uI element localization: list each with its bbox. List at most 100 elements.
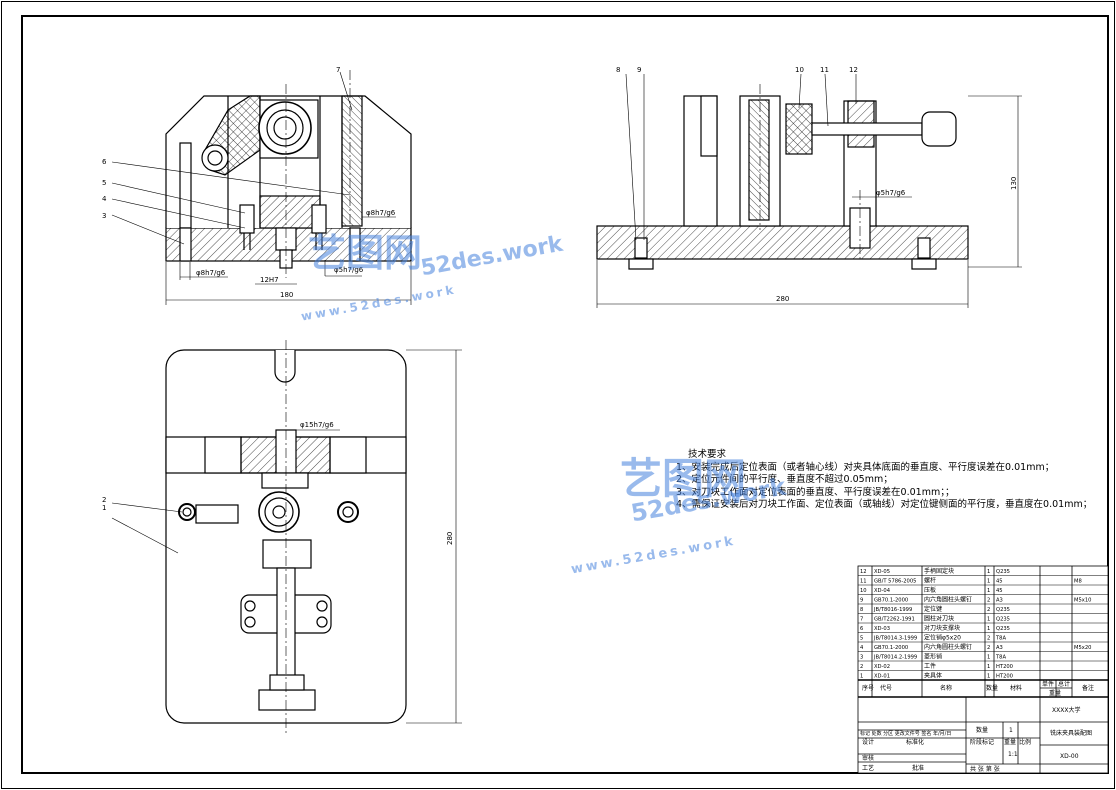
- balloon-5: 5: [102, 179, 106, 187]
- tech-req-item-2: 2、定位元件间的平行度、垂直度不超过0.05mm；: [676, 474, 893, 486]
- parts-cell-qty: 1: [987, 617, 990, 623]
- inner-border: [21, 15, 1109, 774]
- hdr-single: 单件: [1042, 680, 1054, 688]
- side-view-dimensions: [596, 73, 1022, 308]
- parts-cell-no: 6: [860, 626, 863, 632]
- dim-fit-5h7-side: φ5h7/g6: [876, 189, 906, 197]
- watermark-brand-1: 艺图网: [308, 231, 423, 275]
- screw-rod: [811, 122, 923, 136]
- balloon-11: 11: [820, 66, 829, 74]
- parts-cell-no: 7: [860, 617, 863, 623]
- side-base-plate: [596, 225, 969, 260]
- parts-cell-name: 菱形销: [924, 653, 942, 661]
- parts-cell-code: GB/T 5786-2005: [874, 579, 916, 585]
- hdr-total: 总计: [1058, 680, 1070, 688]
- drawing-name: 铣床夹具装配图: [1050, 729, 1092, 737]
- parts-cell-no: 10: [860, 588, 867, 594]
- parts-cell-code: GB70.1-2000: [874, 645, 908, 651]
- parts-cell-qty: 1: [987, 579, 990, 585]
- parts-cell-note: M5x20: [1074, 645, 1091, 651]
- balloon-10: 10: [795, 66, 804, 74]
- pressure-plate: [785, 103, 813, 155]
- parts-cell-material: T8A: [995, 655, 1006, 661]
- parts-cell-no: 11: [860, 579, 867, 585]
- balloon-6: 6: [102, 158, 107, 166]
- parts-cell-name: 手柄固定块: [924, 567, 954, 575]
- parts-cell-no: 1: [860, 674, 863, 680]
- parts-cell-material: 45: [996, 579, 1003, 585]
- parts-cell-name: 内六角圆柱头螺钉: [924, 643, 972, 651]
- stage-label: 阶段标记: [970, 738, 994, 746]
- handle-knob: [921, 111, 957, 147]
- balloon-labels: 1 2 3 4 5 6 7 8 9 10 11 12: [102, 66, 858, 512]
- parts-cell-material: Q235: [996, 617, 1010, 623]
- tech-req-title: 技术要求: [688, 449, 727, 460]
- parts-cell-no: 5: [860, 636, 863, 642]
- parts-cell-qty: 2: [987, 636, 990, 642]
- design-label: 设计: [862, 738, 874, 746]
- hdr-material: 材料: [1010, 684, 1022, 692]
- dim-fit-15h7: φ15h7/g6: [300, 421, 334, 429]
- process-label: 工艺: [862, 764, 874, 772]
- dim-height-280: 280: [446, 532, 454, 545]
- parts-cell-code: GB/T2262-1991: [874, 617, 915, 623]
- parts-cell-material: A3: [996, 645, 1003, 651]
- parts-cell-no: 8: [860, 607, 863, 613]
- parts-cell-material: HT200: [996, 664, 1013, 670]
- hdr-note: 备注: [1082, 684, 1094, 692]
- parts-cell-name: 螺杆: [924, 577, 936, 585]
- parts-cell-code: JB/T8014.3-1999: [873, 636, 917, 642]
- parts-cell-qty: 2: [987, 598, 990, 604]
- dimension-labels: φ8h7/g6 φ8h7/g6 φ5h7/g6 12H7 180 φ5h7/g6…: [196, 177, 1018, 545]
- technical-requirements: 技术要求 1、安装完成后定位表面（或者轴心线）对夹具体底面的垂直度、平行度误差在…: [676, 449, 1092, 512]
- dim-height-130: 130: [1010, 177, 1018, 190]
- tech-req-item-3: 3、对刀块工作面对定位表面的垂直度、平行度误差在0.01mm；；: [676, 486, 955, 498]
- watermark-brand-2: 艺图网: [620, 454, 747, 503]
- parts-cell-qty: 1: [987, 626, 990, 632]
- title-block: [857, 565, 1109, 774]
- balloon-9: 9: [637, 66, 641, 74]
- parts-cell-material: HT200: [996, 674, 1013, 680]
- tech-req-item-4: 4、需保证安装后对刀块工作面、定位表面（或轴线）对定位键侧面的平行度，垂直度在0…: [676, 499, 1093, 511]
- drawing-no: XD-00: [1060, 753, 1079, 760]
- parts-cell-name: 圆柱对刀块: [924, 615, 954, 623]
- parts-cell-name: 定位销φ5x20: [924, 634, 961, 642]
- hdr-code: 代号: [880, 684, 892, 692]
- top-view-dimensions: [111, 349, 462, 724]
- tool-setting-block-section: [341, 95, 363, 227]
- balloon-8: 8: [616, 66, 620, 74]
- parts-cell-qty: 1: [987, 664, 990, 670]
- dim-slot-12h7: 12H7: [260, 276, 279, 284]
- revision-row: 标记 处数 分区 更改文件号 签名 年/月/日: [860, 730, 951, 737]
- dim-fit-5h7: φ5h7/g6: [334, 266, 364, 274]
- dim-width-180: 180: [280, 291, 293, 299]
- hdr-name: 名称: [940, 684, 952, 692]
- balloon-12: 12: [849, 66, 858, 74]
- parts-cell-code: XD-04: [874, 588, 891, 594]
- parts-cell-qty: 1: [987, 655, 990, 661]
- parts-cell-code: XD-05: [874, 569, 890, 575]
- parts-cell-material: Q235: [996, 626, 1010, 632]
- hdr-no: 序号: [862, 684, 874, 692]
- dim-width-280: 280: [776, 295, 789, 303]
- parts-cell-name: 定位键: [924, 605, 942, 613]
- parts-cell-code: XD-01: [874, 674, 890, 680]
- parts-cell-note: M5x10: [1074, 598, 1091, 604]
- scale-value: 1:1: [1008, 751, 1018, 758]
- hdr-weight: 重量: [1049, 689, 1061, 697]
- hdr-qty: 数量: [986, 684, 998, 692]
- tech-req-item-1: 1、安装完成后定位表面（或者轴心线）对夹具体底面的垂直度、平行度误差在0.01m…: [676, 461, 1055, 473]
- parts-cell-qty: 1: [987, 674, 990, 680]
- parts-cell-no: 3: [860, 655, 863, 661]
- side-view: [596, 84, 969, 270]
- parts-cell-code: GB70.1-2000: [874, 598, 908, 604]
- parts-cell-qty: 2: [987, 607, 990, 613]
- title-block-labels: 序号 代号 名称 数量 材料 单件 总计 重量 备注 XXXX大学 铣床夹具装配…: [860, 680, 1094, 773]
- parts-cell-note: M8: [1074, 579, 1082, 585]
- school-name: XXXX大学: [1052, 706, 1080, 714]
- front-view-dimensions: [111, 71, 412, 305]
- parts-cell-name: 内六角圆柱头螺钉: [924, 596, 972, 604]
- parts-cell-qty: 1: [987, 569, 990, 575]
